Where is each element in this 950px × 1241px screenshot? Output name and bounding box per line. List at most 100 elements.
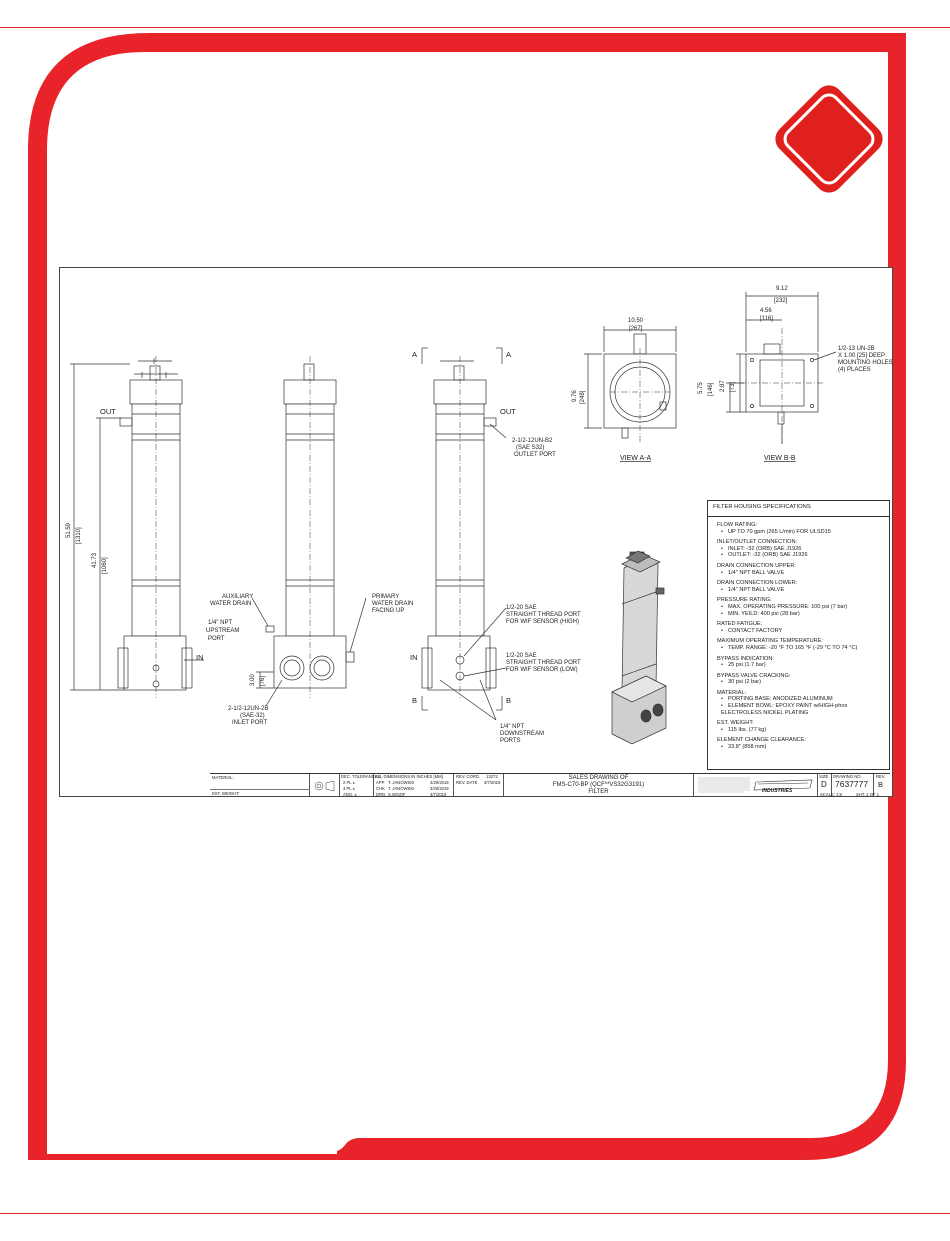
section-a-left: A	[412, 350, 417, 359]
title-block: MATERIAL: EST. WEIGHT: DEC. TOLERANCES 2…	[210, 773, 890, 797]
isometric-view	[611, 550, 667, 745]
spec-group: DRAIN CONNECTION UPPER:1/4" NPT BALL VAL…	[717, 563, 881, 576]
spec-item: MIN. YEILD: 400 psi (28 bar)	[717, 611, 881, 618]
view-a-width: 10.50	[628, 318, 644, 324]
tb-rev-val: B	[878, 780, 884, 789]
wif-low-line3: FOR WIF SENSOR (LOW)	[506, 667, 578, 673]
out-label-right: OUT	[500, 407, 516, 416]
dim-overall-mm: [1310]	[76, 527, 82, 544]
view-a-height: 9.76	[572, 390, 578, 402]
tb-all-dims: ALL DIMENSIONS IN INCHES [MM]	[375, 774, 443, 779]
spec-heading: PRESSURE RATING:	[717, 597, 772, 604]
tb-tol-3: 3 PL ±	[343, 786, 355, 791]
tb-app: APP	[376, 780, 385, 785]
spec-heading: RATED FATIGUE:	[717, 621, 763, 628]
tb-dwg-cell: DRAWING NO. 7637777	[832, 774, 874, 796]
mount-line2: X 1.00 [25] DEEP	[838, 353, 885, 359]
front-view-right	[421, 347, 507, 721]
specs-title: FILTER HOUSING SPECIFICATIONS	[708, 501, 889, 517]
aux-drain-line1: AUXILIARY	[222, 594, 253, 600]
spec-heading: INLET/OUTLET CONNECTION:	[717, 539, 798, 546]
dim-body: 41.73	[92, 552, 98, 568]
primary-drain-line1: PRIMARY	[372, 594, 399, 600]
bottom-rule	[0, 1213, 950, 1214]
tb-dwg-label: DRAWING NO.	[833, 774, 862, 779]
mount-line1: 1/2-13 UN-2B	[838, 346, 875, 352]
spec-heading: ELEMENT CHANGE CLEARANCE:	[717, 737, 807, 744]
tb-tol-ang: ANG. ±	[343, 792, 357, 797]
tb-material: MATERIAL:	[212, 775, 234, 780]
tb-size-cell: SIZE D	[818, 774, 832, 796]
spec-item: 115 lbs. (77 kg)	[717, 727, 881, 734]
wif-low-line2: STRAIGHT THREAD PORT	[506, 660, 581, 666]
tb-rev-cell: REV. CORD. 13272 REV. DATE 3/7/2019	[454, 774, 504, 796]
spec-item: OUTLET: -32 (ORB) SAE J1926	[717, 552, 881, 559]
spec-item: 30 psi (2 bar)	[717, 679, 881, 686]
logo-diamond-icon	[775, 85, 883, 193]
view-b-half-mm: [116]	[760, 316, 773, 322]
wif-high-line2: STRAIGHT THREAD PORT	[506, 612, 581, 618]
inlet-line1: 2-1/2-12UN-2B	[228, 706, 268, 712]
tb-sales-line2: FMS-C70-BP (QCF**VS32G3191)	[552, 782, 645, 788]
downstream-line1: 1/4" NPT	[500, 724, 524, 730]
spec-heading: MAXIMUM OPERATING TEMPERATURE:	[717, 638, 823, 645]
spec-heading: EST. WEIGHT:	[717, 720, 754, 727]
spec-heading: DRAIN CONNECTION UPPER:	[717, 562, 796, 569]
top-rule	[0, 27, 950, 28]
spec-heading: MATERIAL:	[717, 689, 747, 696]
primary-drain-line3: FACING UP	[372, 608, 404, 614]
upstream-port-line2: UPSTREAM	[206, 628, 239, 634]
side-view-middle	[251, 356, 367, 707]
dim-small-mm: [76]	[260, 676, 266, 686]
drawing-annotations: OUT IN OUT IN A A B B 51.59 [1310] 41.73…	[66, 286, 893, 744]
spec-item: PORTING BASE: ANODIZED ALUMINUM	[717, 696, 881, 703]
tb-signoff-cell: ALL DIMENSIONS IN INCHES [MM] APP T. JAN…	[374, 774, 454, 797]
wif-low-line1: 1/2-20 SAE	[506, 653, 537, 659]
tb-rev-letter-cell: REV. B	[874, 774, 890, 796]
view-a-label: VIEW A-A	[620, 455, 651, 462]
spec-item: 1/4" NPT BALL VALVE	[717, 570, 881, 577]
tb-dwg-val: 7637777	[835, 779, 869, 789]
tb-size-label: SIZE	[819, 774, 829, 779]
dim-small: 3.00	[250, 674, 256, 686]
spec-item: 25 psi (1.7 bar)	[717, 662, 881, 669]
tb-sheet: SHT. 1 OF 1	[856, 792, 880, 797]
view-a-height-mm: [248]	[580, 390, 586, 404]
spec-group: ELEMENT CHANGE CLEARANCE:33.8" (858 mm)	[717, 737, 881, 750]
aux-drain-line2: WATER DRAIN	[210, 601, 251, 607]
spec-group: DRAIN CONNECTION LOWER:1/4" NPT BALL VAL…	[717, 580, 881, 593]
view-b-h1: 2.87	[720, 380, 726, 392]
company-logo-icon	[753, 779, 813, 791]
tb-company-cell: INDUSTRIES	[694, 774, 818, 796]
mount-line3: MOUNTING HOLES	[838, 360, 893, 366]
spec-group: BYPASS VALVE CRACKING:30 psi (2 bar)	[717, 673, 881, 686]
wif-high-line3: FOR WIF SENSOR (HIGH)	[506, 619, 579, 625]
view-b-h2: 5.75	[698, 382, 704, 394]
tb-tol-2: 2 PL ±	[343, 780, 355, 785]
tb-app-date: 4/29/2019	[430, 780, 449, 785]
tb-material-cell: MATERIAL: EST. WEIGHT:	[210, 774, 310, 796]
outlet-line2: (SAE S32)	[516, 445, 544, 451]
view-b-half: 4.56	[760, 308, 772, 314]
spec-heading: BYPASS INDICATION:	[717, 655, 774, 662]
dim-body-mm: [1060]	[102, 557, 108, 574]
tb-est-weight: EST. WEIGHT:	[212, 791, 240, 796]
spec-item: 33.8" (858 mm)	[717, 744, 881, 751]
in-label-right: IN	[410, 653, 418, 662]
company-fineprint	[698, 777, 813, 793]
tb-rev-cord: REV. CORD.	[456, 774, 481, 779]
spec-heading: BYPASS VALVE CRACKING:	[717, 672, 791, 679]
inlet-line3: INLET PORT	[232, 720, 267, 726]
section-b-left: B	[412, 696, 417, 705]
spec-heading: DRAIN CONNECTION LOWER:	[717, 580, 798, 587]
tb-title-cell: SALES DRAWING OF FMS-C70-BP (QCF**VS32G3…	[504, 774, 694, 796]
downstream-line2: DOWNSTREAM	[500, 731, 544, 737]
tb-drn-date: 3/7/2019	[430, 792, 447, 797]
view-b-label: VIEW B-B	[764, 455, 796, 462]
tb-drn-name: S.WOZIF	[388, 792, 406, 797]
projection-symbol-icon	[314, 780, 335, 792]
out-label-left: OUT	[100, 407, 116, 416]
in-label-left: IN	[196, 653, 204, 662]
spec-group: PRESSURE RATING:MAX. OPERATING PRESSURE:…	[717, 597, 881, 617]
upstream-port-line3: PORT	[208, 636, 225, 642]
